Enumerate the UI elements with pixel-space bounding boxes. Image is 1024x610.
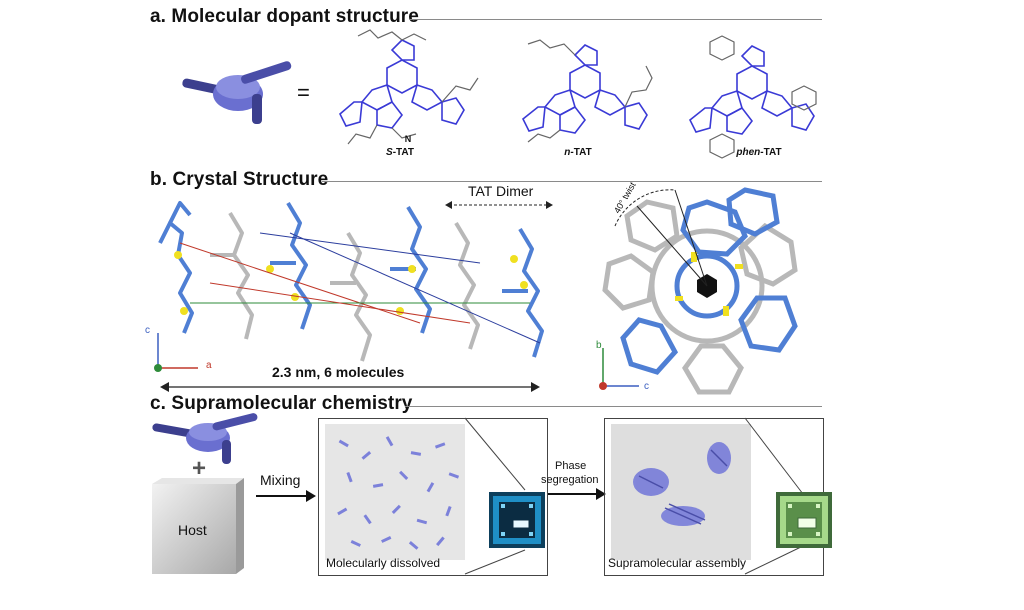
axis-b-right: b xyxy=(596,340,602,351)
crystal-packing-axial-view xyxy=(599,187,798,395)
dopant-molecule-icon-c xyxy=(152,413,258,464)
dopant-molecule-icon xyxy=(182,61,292,124)
axis-a-left: a xyxy=(206,360,212,371)
device-chip-blue xyxy=(489,492,545,548)
section-a-rule xyxy=(410,19,822,20)
svg-text:N: N xyxy=(405,134,412,144)
dissolved-zoom-lines xyxy=(464,417,526,575)
phen-tat-caption: phen-TAT xyxy=(736,147,782,158)
crystal-packing-side-view xyxy=(154,201,544,372)
dissolved-cube xyxy=(325,424,465,560)
tat-dimer-span xyxy=(445,201,553,209)
host-cube xyxy=(152,478,244,574)
tat-dimer-label: TAT Dimer xyxy=(468,183,534,199)
phen-tat-structure xyxy=(688,35,817,159)
phase-label-line1: Phase xyxy=(555,460,587,472)
assembly-cube xyxy=(611,424,751,560)
phase-label-line2: segregation xyxy=(541,474,599,486)
length-arrow xyxy=(160,382,540,392)
dissolved-label: Molecularly dissolved xyxy=(326,556,441,570)
plus-sign: + xyxy=(192,455,207,482)
device-chip-green xyxy=(776,492,832,548)
mixing-arrow xyxy=(256,490,316,502)
equals-sign: = xyxy=(297,80,310,105)
axis-c-right: c xyxy=(644,381,649,392)
section-b-title: b. Crystal Structure xyxy=(150,169,329,190)
assembly-zoom-lines xyxy=(744,417,804,575)
length-label: 2.3 nm, 6 molecules xyxy=(272,364,405,380)
n-tat-caption: n-TAT xyxy=(564,147,592,158)
section-b-rule xyxy=(322,181,822,182)
s-tat-structure: N xyxy=(339,29,479,145)
host-label: Host xyxy=(178,522,207,538)
axis-c-left: c xyxy=(145,325,150,336)
s-tat-caption: S-TAT xyxy=(386,147,414,158)
phase-segregation-arrow xyxy=(548,488,606,500)
section-c-title: c. Supramolecular chemistry xyxy=(150,393,413,414)
n-tat-structure xyxy=(521,39,653,143)
mixing-label: Mixing xyxy=(260,472,301,488)
assembly-label: Supramolecular assembly xyxy=(608,556,747,570)
section-c-rule xyxy=(405,406,822,407)
section-a-title: a. Molecular dopant structure xyxy=(150,6,419,27)
dissolved-panel xyxy=(318,418,548,576)
